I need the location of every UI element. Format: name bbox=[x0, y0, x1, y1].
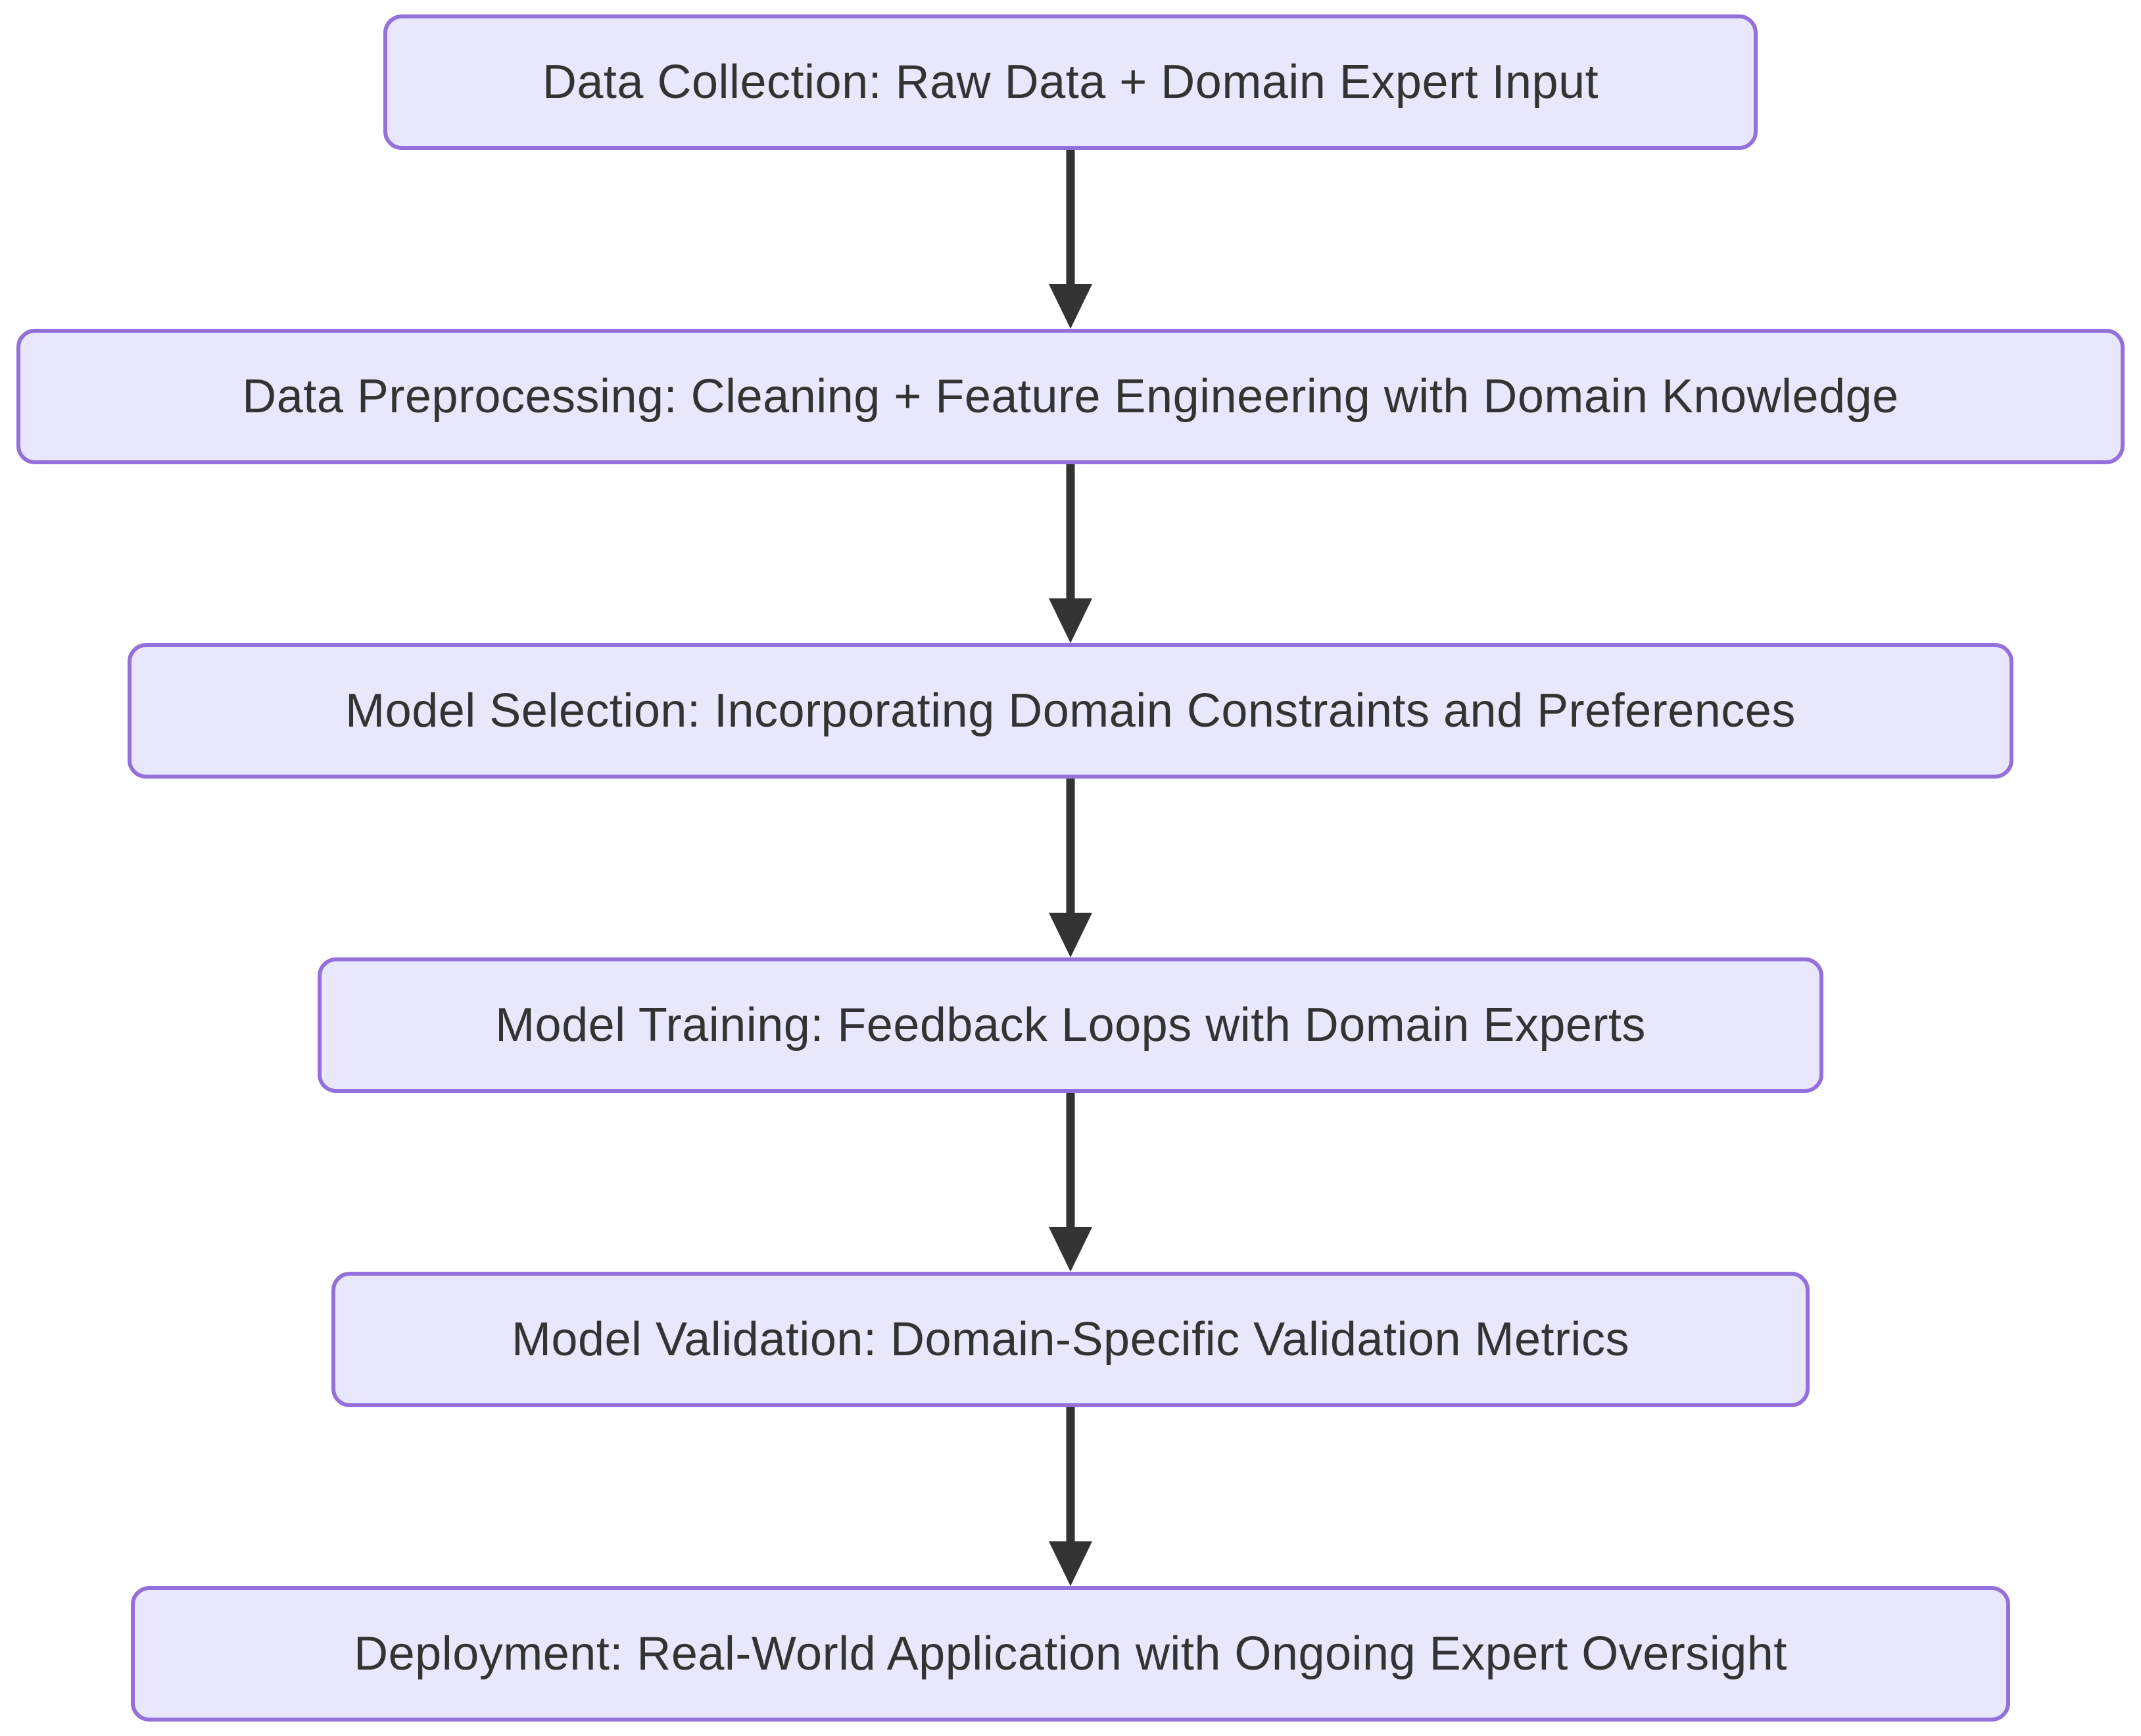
down-arrow-icon bbox=[1049, 1093, 1092, 1272]
down-arrow-icon bbox=[1049, 150, 1092, 329]
flow-node-model-selection: Model Selection: Incorporating Domain Co… bbox=[128, 643, 2013, 779]
down-arrow-icon bbox=[1049, 1407, 1092, 1586]
node-label: Model Selection: Incorporating Domain Co… bbox=[345, 685, 1796, 737]
node-label: Data Collection: Raw Data + Domain Exper… bbox=[542, 56, 1599, 108]
flow-node-data-collection: Data Collection: Raw Data + Domain Exper… bbox=[383, 14, 1758, 150]
node-label: Deployment: Real-World Application with … bbox=[354, 1628, 1787, 1680]
node-label: Model Validation: Domain-Specific Valida… bbox=[511, 1313, 1630, 1366]
node-label: Model Training: Feedback Loops with Doma… bbox=[495, 999, 1646, 1051]
flow-node-model-validation: Model Validation: Domain-Specific Valida… bbox=[331, 1272, 1810, 1407]
flow-node-data-preprocessing: Data Preprocessing: Cleaning + Feature E… bbox=[16, 329, 2125, 464]
node-label: Data Preprocessing: Cleaning + Feature E… bbox=[242, 370, 1899, 423]
flow-node-deployment: Deployment: Real-World Application with … bbox=[131, 1586, 2010, 1722]
down-arrow-icon bbox=[1049, 779, 1092, 957]
flow-node-model-training: Model Training: Feedback Loops with Doma… bbox=[318, 957, 1823, 1093]
down-arrow-icon bbox=[1049, 464, 1092, 643]
